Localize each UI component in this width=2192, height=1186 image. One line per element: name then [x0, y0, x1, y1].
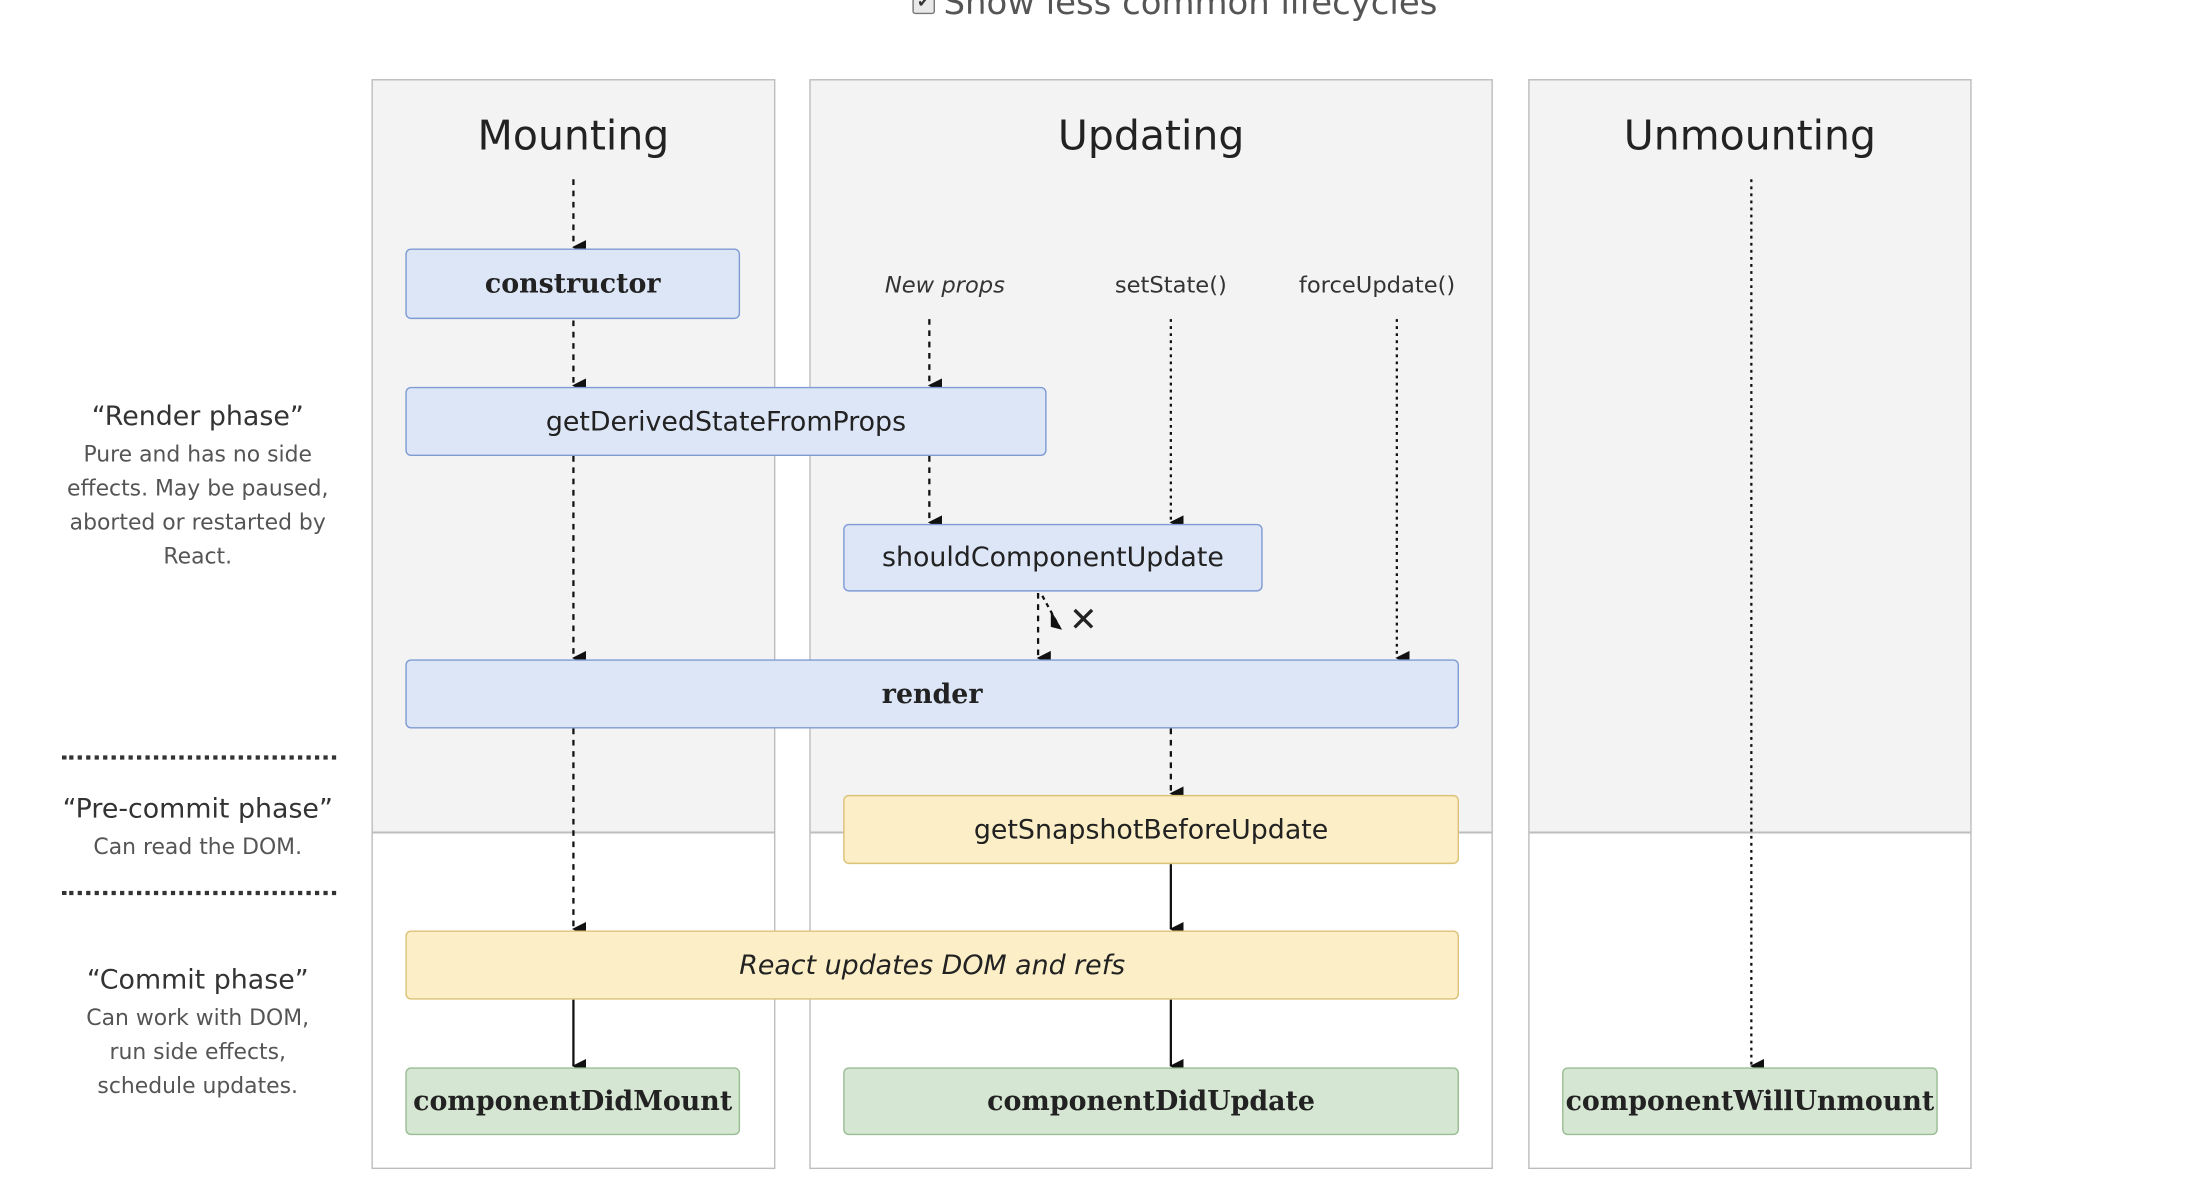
- mounting-title: Mounting: [477, 111, 670, 160]
- updating-title: Updating: [1057, 111, 1245, 160]
- component-did-update-box[interactable]: componentDidUpdate: [843, 1067, 1459, 1136]
- unmounting-title: Unmounting: [1623, 111, 1877, 160]
- render-phase-desc: Pure and has no side effects. May be pau…: [56, 438, 338, 574]
- unmounting-column: Unmounting: [1528, 79, 1972, 1170]
- phase-divider: [62, 755, 337, 760]
- render-phase-desc-line: React.: [163, 543, 233, 569]
- phase-divider: [62, 890, 337, 896]
- get-snapshot-box[interactable]: getSnapshotBeforeUpdate: [843, 794, 1459, 865]
- x-mark-icon: ✕: [1069, 600, 1098, 640]
- precommit-phase-label: “Pre-commit phase” Can read the DOM.: [56, 793, 338, 864]
- render-phase-desc-line: aborted or restarted by: [69, 509, 326, 536]
- render-phase-title: “Render phase”: [91, 400, 304, 433]
- commit-phase-desc-line: schedule updates.: [97, 1073, 299, 1099]
- show-less-common-toggle[interactable]: ✔ Show less common lifecycles: [912, 0, 1437, 23]
- trigger-set-state: setState(): [1114, 271, 1227, 298]
- get-derived-state-box[interactable]: getDerivedStateFromProps: [405, 386, 1047, 457]
- render-phase-desc-line: Pure and has no side: [83, 441, 312, 468]
- commit-phase-desc-line: Can work with DOM,: [86, 1005, 310, 1031]
- precommit-phase-title: “Pre-commit phase”: [62, 793, 333, 825]
- precommit-phase-desc-line: Can read the DOM.: [93, 834, 303, 860]
- trigger-force-update: forceUpdate(): [1298, 271, 1456, 298]
- render-box[interactable]: render: [405, 659, 1459, 729]
- constructor-box[interactable]: constructor: [405, 248, 741, 320]
- commit-phase-title: “Commit phase”: [86, 964, 309, 996]
- react-updates-box: React updates DOM and refs: [405, 930, 1459, 1000]
- checkbox-label: Show less common lifecycles: [943, 0, 1438, 23]
- checkbox-icon[interactable]: ✔: [912, 0, 935, 15]
- should-component-update-box[interactable]: shouldComponentUpdate: [843, 523, 1263, 592]
- component-will-unmount-box[interactable]: componentWillUnmount: [1562, 1067, 1938, 1136]
- precommit-phase-desc: Can read the DOM.: [56, 830, 338, 864]
- commit-phase-label: “Commit phase” Can work with DOM, run si…: [56, 964, 338, 1102]
- component-did-mount-box[interactable]: componentDidMount: [405, 1067, 741, 1136]
- commit-phase-desc-line: run side effects,: [109, 1039, 286, 1065]
- render-phase-label: “Render phase” Pure and has no side effe…: [56, 401, 338, 573]
- render-phase-desc-line: effects. May be paused,: [67, 475, 329, 502]
- trigger-new-props: New props: [884, 271, 1005, 298]
- commit-phase-desc: Can work with DOM, run side effects, sch…: [56, 1001, 338, 1103]
